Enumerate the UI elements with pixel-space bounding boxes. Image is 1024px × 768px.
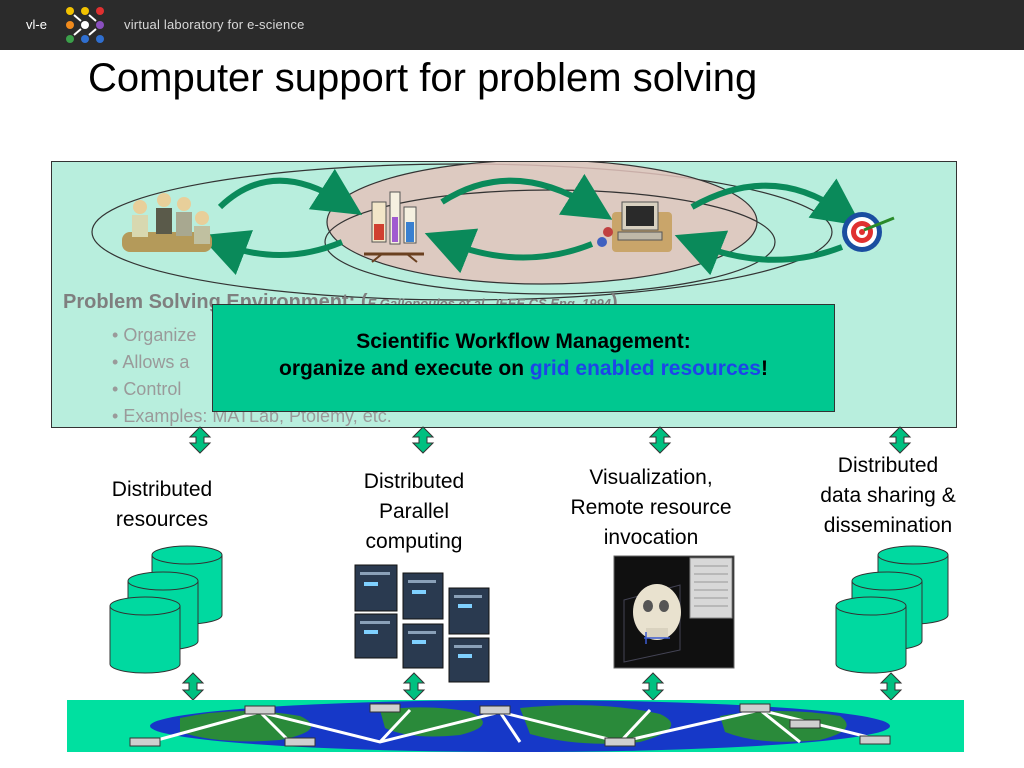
label-distributed-resources: Distributed resources — [111, 478, 213, 531]
double-arrow-icon — [888, 426, 912, 454]
pse-bullet: Allows a — [112, 349, 392, 376]
cycle-arrow-bottom — [424, 228, 594, 274]
cycle-arrow-top — [217, 168, 363, 215]
swm-subtitle-end: ! — [761, 357, 768, 380]
pse-heading-end: ) — [610, 291, 618, 313]
double-arrow-icon — [648, 426, 672, 454]
label-data-sharing: Distributed data sharing & dissemination — [820, 454, 956, 537]
lab-flasks-icon — [364, 191, 424, 263]
swm-title: Scientific Workflow Management: — [356, 330, 691, 353]
cycle-arrow-top — [440, 173, 613, 220]
grid-resources-link: grid enabled resources — [529, 357, 761, 380]
server-cluster-icon — [354, 564, 490, 683]
header-bar: vl-e virtual laboratory for e-science — [0, 0, 1024, 50]
workflow-management-box: Scientific Workflow Management: organize… — [212, 304, 835, 412]
database-cylinders-icon — [835, 545, 949, 674]
pse-bullet: Organize — [112, 322, 392, 349]
brand-long-name: virtual laboratory for e-science — [124, 17, 305, 32]
visualization-screenshot — [613, 555, 735, 669]
people-meeting-icon — [122, 193, 212, 252]
double-arrow-icon — [188, 426, 212, 454]
swm-subtitle: organize and execute on grid enabled res… — [213, 357, 834, 381]
grid-network-map — [67, 700, 964, 752]
cycle-arrow-bottom — [199, 230, 344, 275]
target-icon — [842, 212, 895, 252]
computer-icon — [597, 201, 672, 252]
double-arrow-icon — [411, 426, 435, 454]
label-parallel-computing: Distributed Parallel computing — [363, 470, 465, 553]
label-visualization: Visualization, Remote resource invocatio… — [570, 466, 732, 549]
vle-logo-icon — [66, 7, 104, 43]
swm-subtitle-text: organize and execute on — [279, 357, 530, 380]
double-arrow-icon — [641, 672, 665, 701]
double-arrow-icon — [181, 672, 205, 701]
double-arrow-icon — [402, 672, 426, 701]
pse-bullet: Control — [112, 376, 392, 403]
cycle-arrow-bottom — [674, 230, 844, 276]
brand-short-name: vl-e — [26, 17, 47, 32]
workflow-cycle-diagram — [91, 162, 895, 301]
cycle-arrow-top — [690, 178, 862, 226]
slide-title: Computer support for problem solving — [88, 56, 758, 100]
database-cylinders-icon — [109, 545, 223, 674]
double-arrow-icon — [879, 672, 903, 701]
